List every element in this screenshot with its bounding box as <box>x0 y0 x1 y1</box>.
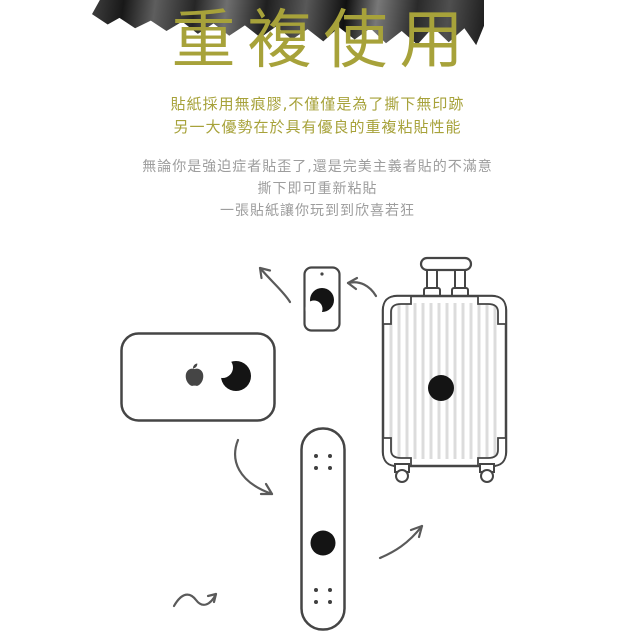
skateboard-illustration <box>300 427 346 631</box>
suitcase-handle <box>419 256 473 299</box>
sticker-dot <box>310 530 336 556</box>
page-title: 重複使用 <box>171 4 476 78</box>
suitcase-wheels <box>394 463 495 483</box>
suitcase-corner-protectors <box>382 295 507 467</box>
sticker-dot <box>428 375 454 401</box>
intro-line: 另一大優勢在於具有優良的重複粘貼性能 <box>173 118 462 136</box>
body-line: 一張貼紙讓你玩到到欣喜若狂 <box>220 203 415 219</box>
sketch-arrow-left-icon <box>346 276 378 298</box>
sketch-arrow-up-left-icon <box>258 266 292 304</box>
body-line: 撕下即可重新粘貼 <box>257 181 378 197</box>
suitcase-illustration <box>381 256 508 483</box>
apple-logo-icon <box>185 363 204 386</box>
sticker-dot-cutout <box>212 357 233 378</box>
sketch-arrow-down-right-icon <box>234 438 274 496</box>
phone-illustration <box>303 266 341 332</box>
skateboard-bolts <box>314 454 332 604</box>
suitcase-stripes <box>389 303 497 459</box>
intro-line: 貼紙採用無痕膠,不僅僅是為了撕下無印跡 <box>170 95 465 113</box>
sketch-arrow-up-right-icon <box>378 524 424 560</box>
phone-camera-dot <box>320 272 324 276</box>
squiggle-icon <box>172 592 218 608</box>
intro-text: 貼紙採用無痕膠,不僅僅是為了撕下無印跡 另一大優勢在於具有優良的重複粘貼性能 <box>0 93 635 139</box>
sticker-dot-cutout <box>305 300 323 318</box>
body-text: 無論你是強迫症者貼歪了,還是完美主義者貼的不滿意 撕下即可重新粘貼 一張貼紙讓你… <box>0 156 635 222</box>
laptop-illustration <box>120 332 276 422</box>
body-line: 無論你是強迫症者貼歪了,還是完美主義者貼的不滿意 <box>142 159 493 175</box>
